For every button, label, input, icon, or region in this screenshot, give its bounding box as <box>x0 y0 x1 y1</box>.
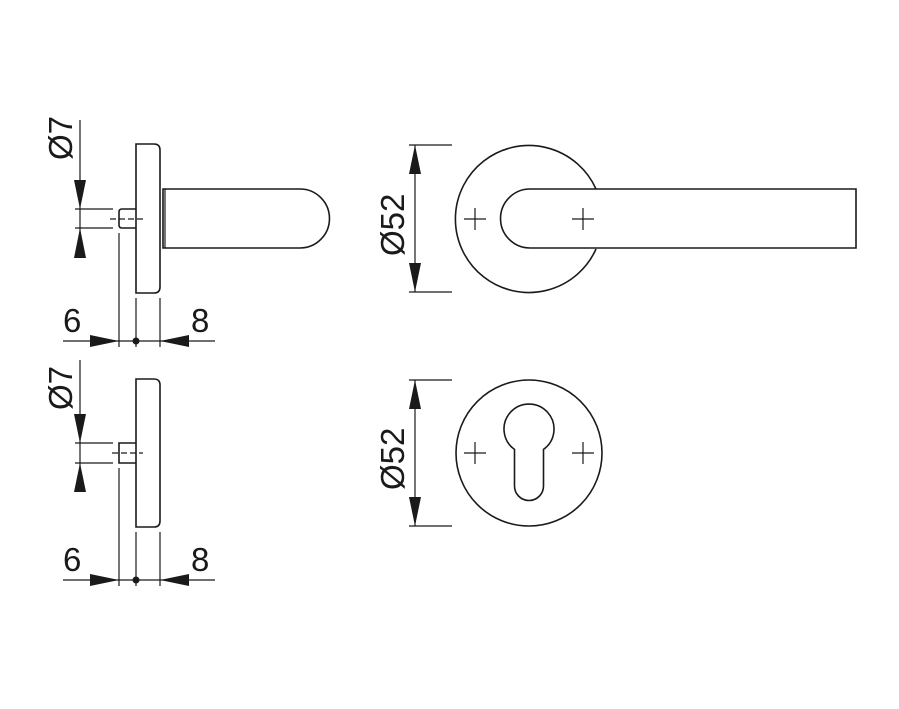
arrow-down <box>74 180 86 209</box>
arrow-right <box>90 574 119 586</box>
screw-cross-icon <box>572 208 594 230</box>
arrow-down <box>409 263 421 292</box>
arrow-down <box>409 497 421 526</box>
rose-diameter-label: Ø52 <box>374 428 411 490</box>
right-dimension-label: 8 <box>191 302 209 339</box>
escutcheon-side-view: Ø7 6 8 <box>42 360 215 586</box>
lever-handle-side <box>162 188 331 249</box>
escutcheon-front-view: Ø52 <box>374 379 603 527</box>
arrow-down <box>74 414 86 443</box>
rose-plate <box>135 143 161 294</box>
spindle-pin <box>118 442 136 464</box>
left-dimension-label: 6 <box>63 302 81 339</box>
arrow-up <box>409 145 421 174</box>
keyhole-cylinder-cutout <box>503 403 555 502</box>
dimension-dot <box>132 576 140 584</box>
lever-front-view: Ø52 <box>374 144 857 294</box>
arrow-left <box>160 574 189 586</box>
right-dimension-label: 8 <box>191 541 209 578</box>
arrow-left <box>160 335 189 347</box>
screw-cross-icon <box>464 208 486 230</box>
lever-side-view: Ø7 6 8 <box>42 116 331 347</box>
dimension-dot <box>132 337 140 345</box>
escutcheon-circle <box>455 379 603 527</box>
arrow-up <box>74 463 86 492</box>
pin-diameter-label: Ø7 <box>42 366 79 410</box>
left-dimension-label: 6 <box>63 541 81 578</box>
rose-circle <box>454 144 597 294</box>
rose-diameter-label: Ø52 <box>374 194 411 256</box>
escutcheon-plate <box>135 378 161 528</box>
arrow-up <box>74 228 86 258</box>
screw-cross-icon <box>464 442 486 464</box>
arrow-right <box>90 335 119 347</box>
screw-cross-icon <box>572 442 594 464</box>
pin-diameter-label: Ø7 <box>42 116 79 160</box>
arrow-up <box>409 380 421 409</box>
lever-handle-front <box>499 188 857 249</box>
